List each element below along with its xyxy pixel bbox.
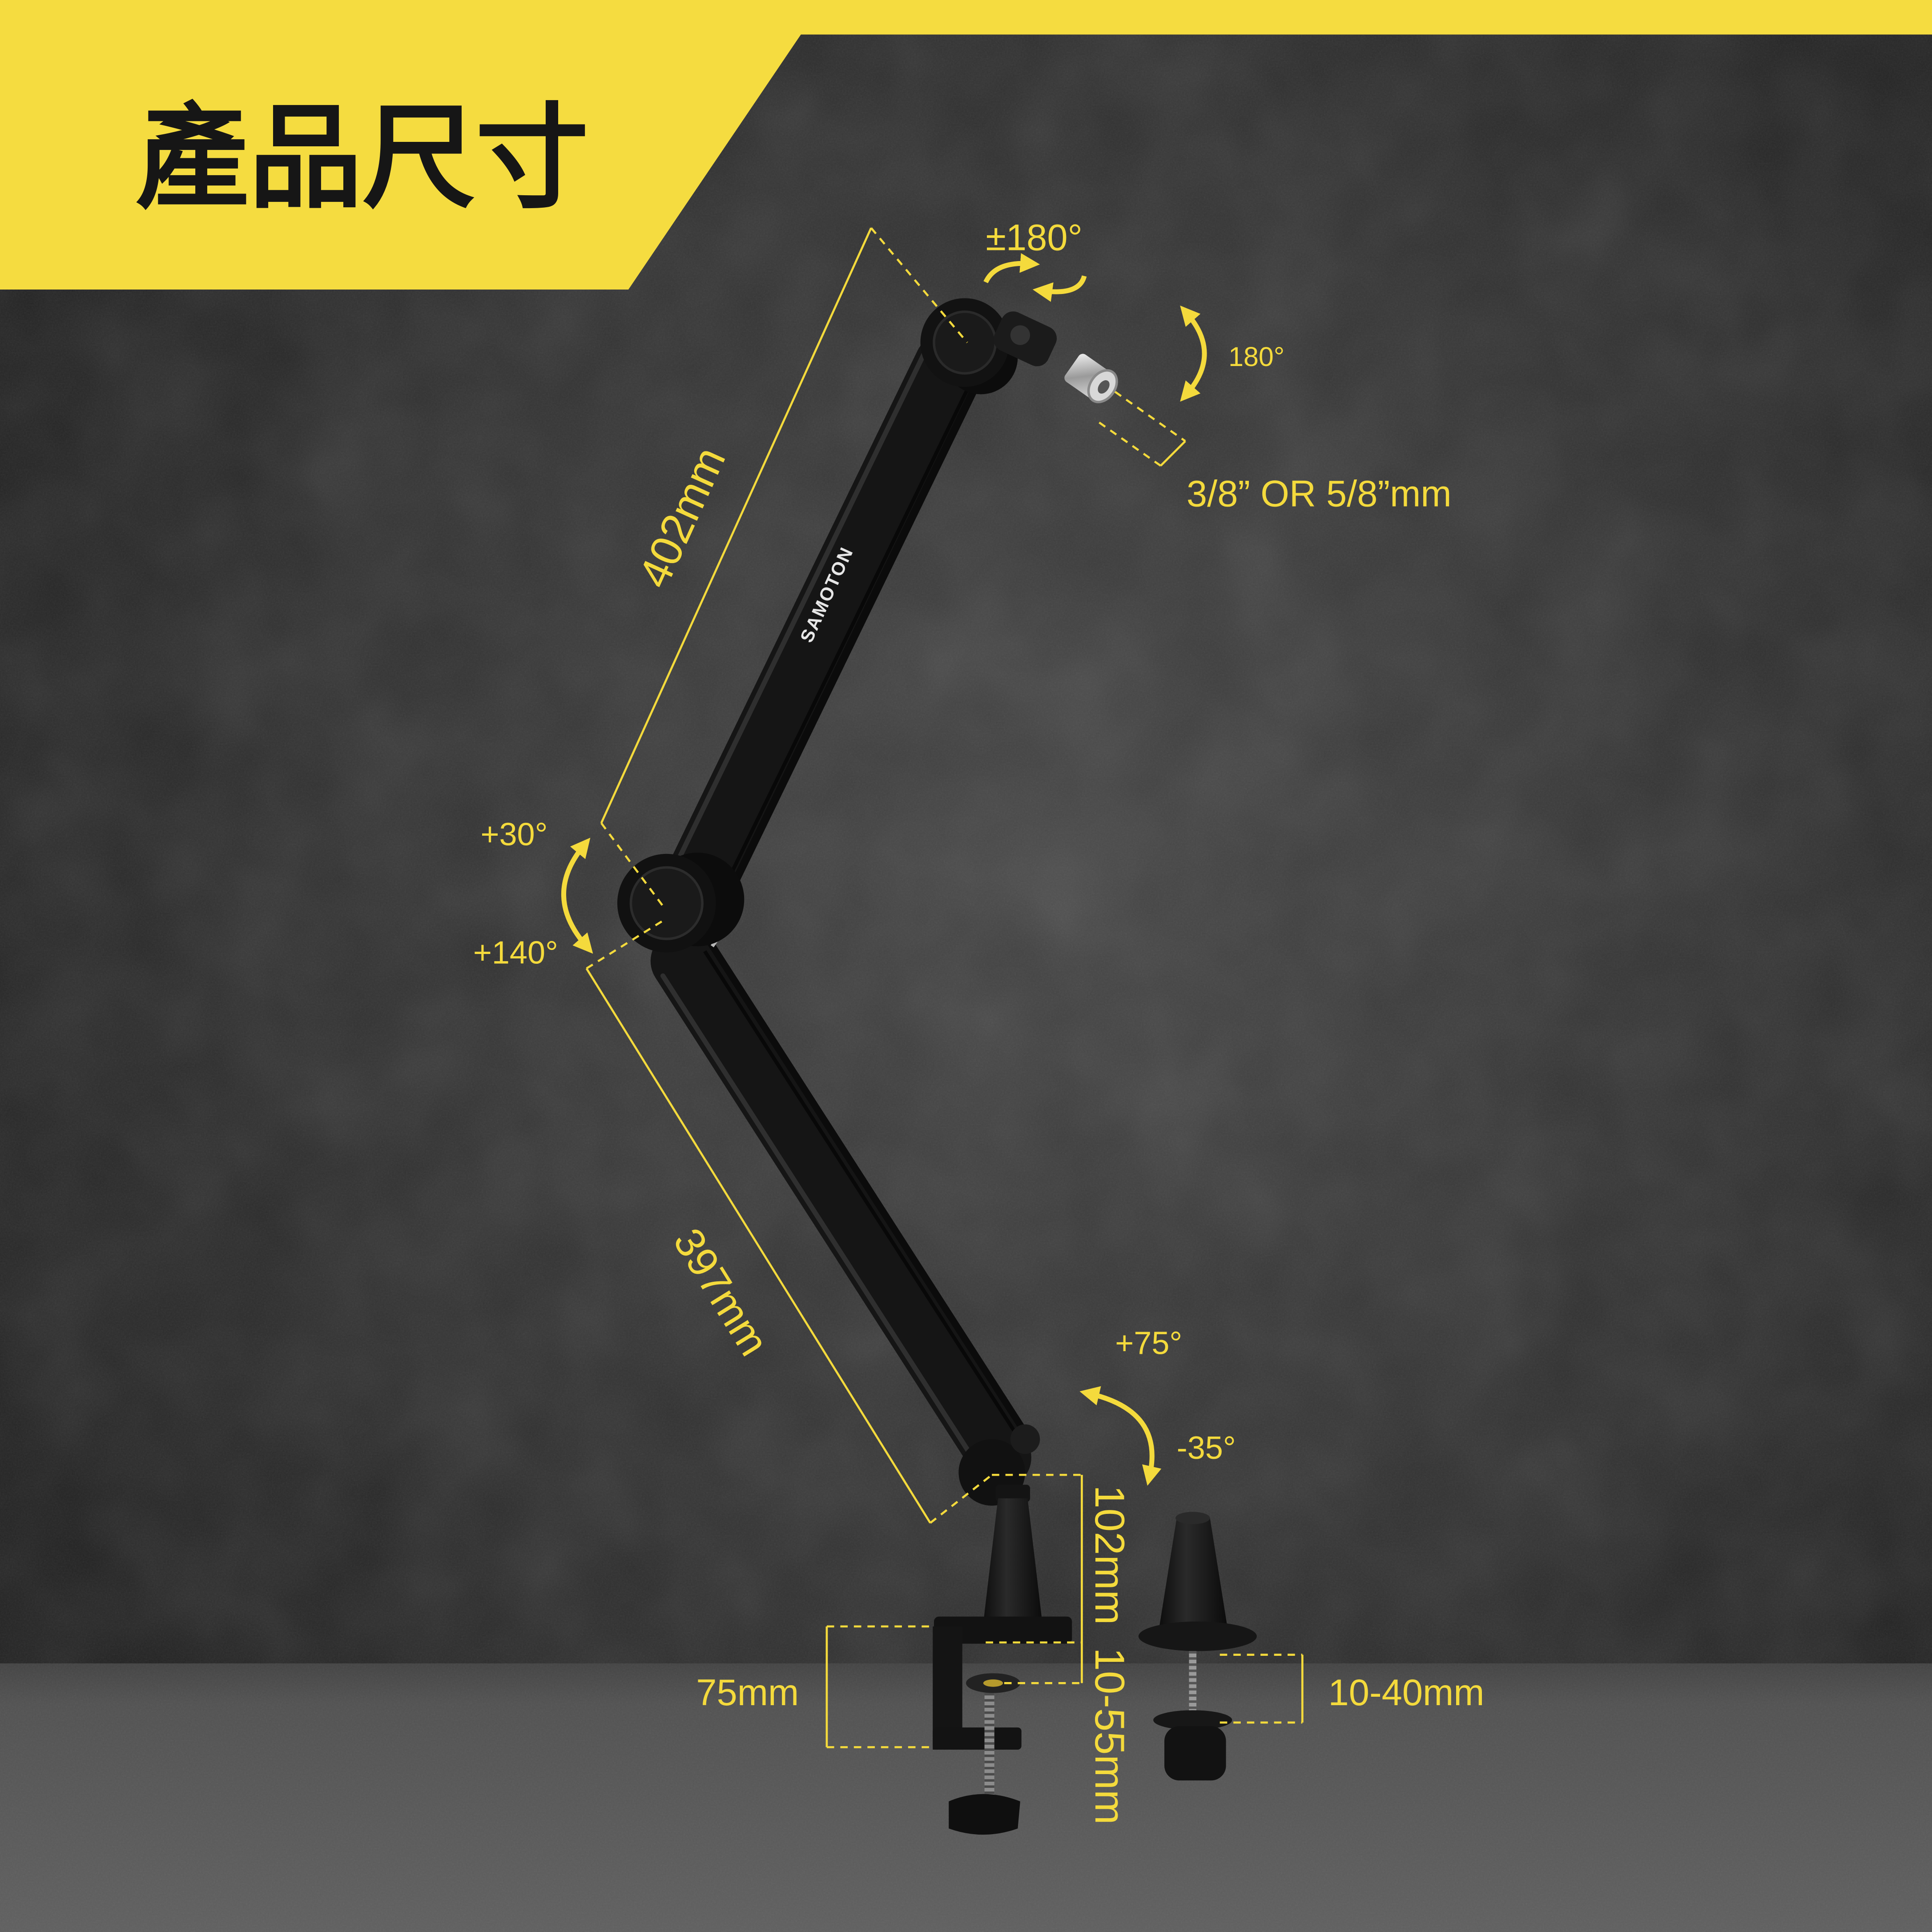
thread-ext-b — [1093, 418, 1162, 467]
base-angle-arrow — [1079, 1386, 1162, 1486]
head-rotation-label: ±180° — [986, 217, 1083, 258]
thread-size-label: 3/8” OR 5/8”mm — [1187, 473, 1452, 515]
elbow-angle-arrow — [561, 837, 593, 954]
grommet-cone-top — [1175, 1512, 1210, 1524]
lower-arm-ext-top — [586, 918, 666, 970]
lower-arm-spring — [703, 938, 1033, 1446]
adapter-hole — [1098, 380, 1110, 394]
mic-thread-adapter — [1064, 354, 1118, 403]
lower-arm-tube — [650, 930, 1031, 1489]
clamp-knob — [949, 1794, 1020, 1835]
grommet-nut — [1153, 1710, 1232, 1730]
desk-clamp — [933, 1616, 1072, 1835]
head-rotation-arrow-upper — [983, 253, 1040, 283]
grommet-mount — [1138, 1512, 1257, 1781]
boom-arm: SAMOTON — [617, 298, 1257, 1835]
grommet-base-disc — [1138, 1621, 1257, 1651]
top-joint-ring — [933, 310, 997, 375]
head-tilt-label: 180° — [1228, 342, 1284, 372]
dimension-lines — [585, 227, 1304, 1748]
clamp-range-label: 10-55mm — [1087, 1648, 1133, 1825]
grommet-cone — [1158, 1518, 1229, 1634]
base-swivel-collar — [995, 1485, 1030, 1502]
upper-arm-seam — [725, 376, 975, 883]
rotation-arrows — [561, 253, 1207, 1486]
lower-arm-seam — [703, 950, 1024, 1445]
title-banner — [0, 0, 1932, 290]
upper-arm-ext-bottom — [600, 822, 666, 910]
upper-arm-ext-top — [870, 227, 968, 343]
clamp-pad-center — [983, 1679, 1003, 1687]
head-rotation-arrow-lower — [1032, 275, 1087, 302]
upper-arm-dim-line — [600, 227, 872, 824]
mic-knuckle-screw — [1010, 325, 1030, 345]
base-up-angle-label: +75° — [1115, 1326, 1182, 1361]
upper-arm-tube — [668, 333, 978, 905]
page-title: 產品尺寸 — [136, 92, 589, 224]
clamp-top-plate — [934, 1616, 1072, 1644]
base-height-label: 102mm — [1087, 1485, 1133, 1625]
thread-ext-a — [1114, 391, 1186, 442]
thread-dim-line — [1160, 440, 1186, 467]
base-joint-cap — [1010, 1424, 1040, 1454]
elbow-max-angle-label: +140° — [473, 935, 558, 970]
elbow-min-angle-label: +30° — [480, 817, 547, 853]
upper-arm-spring — [725, 374, 983, 893]
clamp-bottom-arm — [933, 1727, 1022, 1750]
elbow-joint-ring — [629, 866, 704, 940]
clamp-depth-label: 75mm — [696, 1672, 799, 1713]
lower-arm-dim-line — [585, 968, 931, 1524]
base-down-angle-label: -35° — [1177, 1430, 1236, 1466]
grommet-knob — [1164, 1726, 1226, 1781]
upper-arm-highlight — [675, 351, 927, 864]
head-tilt-arrow — [1180, 306, 1207, 402]
base-pole — [982, 1498, 1044, 1634]
grommet-range-label: 10-40mm — [1328, 1672, 1485, 1713]
lower-arm-highlight — [660, 973, 985, 1475]
